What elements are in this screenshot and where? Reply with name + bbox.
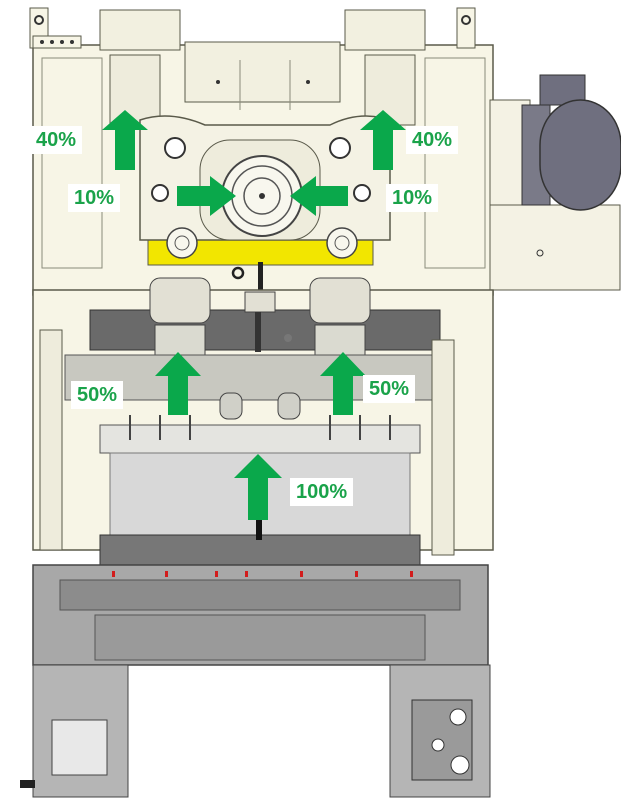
label-lower-right-50: 50% <box>363 375 416 403</box>
label-mid-left-10: 10% <box>68 184 121 212</box>
arrow-up-top-left <box>102 110 148 170</box>
arrow-up-top-right <box>360 110 406 170</box>
gear-assembly <box>139 115 391 292</box>
drive-motor <box>489 74 621 291</box>
arrow-up-lower-right <box>320 352 366 415</box>
arrow-left-mid-right <box>290 176 348 216</box>
label-top-right-40: 40% <box>406 126 459 154</box>
label-center-100: 100% <box>290 478 354 506</box>
arrow-up-lower-left <box>155 352 201 415</box>
press-base <box>20 564 491 798</box>
arrow-up-center <box>234 454 282 520</box>
label-mid-right-10: 10% <box>386 184 439 212</box>
label-top-left-40: 40% <box>30 126 83 154</box>
force-arrows <box>102 110 406 520</box>
arrow-right-mid-left <box>177 176 236 216</box>
label-lower-left-50: 50% <box>71 381 124 409</box>
